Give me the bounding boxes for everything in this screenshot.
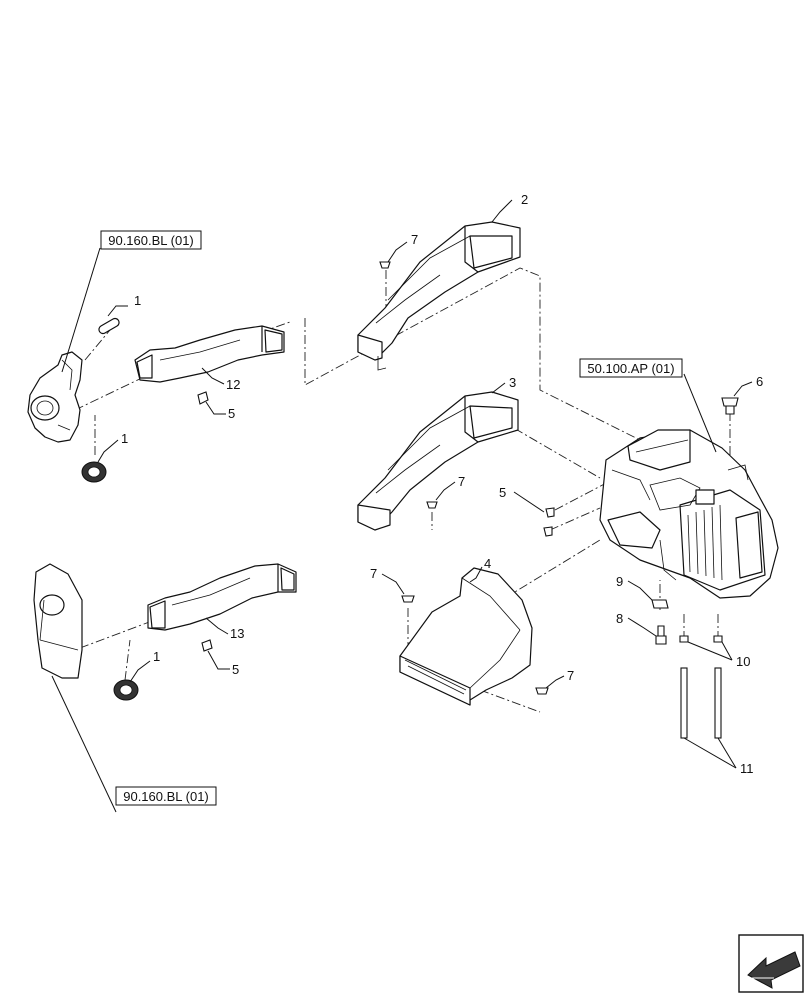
ref-box-hvac[interactable]: 50.100.AP (01): [579, 358, 683, 378]
callout-7-mid: 7: [458, 474, 465, 489]
callout-6: 6: [756, 374, 763, 389]
clip-5-upper[interactable]: [197, 391, 209, 405]
left-upper-housing: [27, 351, 83, 443]
grommet-1-bottom[interactable]: [113, 679, 139, 701]
ref-hvac-label: 50.100.AP (01): [587, 361, 674, 376]
duct-2[interactable]: [357, 221, 521, 371]
duct-12[interactable]: [134, 325, 285, 383]
duct-3[interactable]: [357, 391, 519, 531]
bolt-6[interactable]: [721, 397, 739, 415]
callout-5-mid: 5: [499, 485, 506, 500]
callout-13: 13: [230, 626, 244, 641]
callout-2: 2: [521, 192, 528, 207]
grommet-1-mid[interactable]: [81, 461, 107, 483]
callout-11: 11: [740, 761, 754, 776]
nuts-10[interactable]: [679, 635, 723, 643]
screw-7-left[interactable]: [401, 595, 415, 603]
leader-lines: [51, 199, 753, 813]
callout-12: 12: [226, 377, 240, 392]
rods-11[interactable]: [680, 667, 722, 739]
duct-4[interactable]: [399, 567, 533, 706]
ref-bottom-left-label: 90.160.BL (01): [123, 789, 209, 804]
callout-1-mid: 1: [121, 431, 128, 446]
screw-7-mid[interactable]: [426, 501, 438, 509]
ref-top-left-label: 90.160.BL (01): [108, 233, 194, 248]
screw-8[interactable]: [655, 625, 667, 645]
nav-arrow-icon[interactable]: [738, 934, 804, 993]
callout-4: 4: [484, 556, 491, 571]
callout-5-upper: 5: [228, 406, 235, 421]
ref-box-bottom-left[interactable]: 90.160.BL (01): [115, 786, 217, 806]
callout-3: 3: [509, 375, 516, 390]
left-lower-housing: [33, 563, 83, 679]
clip-5-lower[interactable]: [201, 639, 213, 652]
grommet-1-top[interactable]: [97, 317, 120, 335]
screw-7-top[interactable]: [379, 261, 391, 269]
callout-8: 8: [616, 611, 623, 626]
duct-13[interactable]: [147, 563, 297, 631]
hvac-unit: [599, 429, 779, 599]
callout-7-top: 7: [411, 232, 418, 247]
callout-labels: 1 1 1 2 3 4 5 5 5 6 7 7 7 7 8 9 10 11 12…: [121, 192, 763, 776]
callout-5-lower: 5: [232, 662, 239, 677]
screw-5-hvac-b[interactable]: [543, 526, 553, 537]
bracket-9[interactable]: [651, 599, 669, 609]
ref-box-top-left[interactable]: 90.160.BL (01): [100, 230, 202, 250]
callout-1-top: 1: [134, 293, 141, 308]
callout-9: 9: [616, 574, 623, 589]
callout-7-left: 7: [370, 566, 377, 581]
screw-5-hvac-a[interactable]: [545, 507, 555, 518]
callout-1-bottom: 1: [153, 649, 160, 664]
callout-10: 10: [736, 654, 750, 669]
callout-7-right: 7: [567, 668, 574, 683]
screw-7-right[interactable]: [535, 687, 549, 695]
